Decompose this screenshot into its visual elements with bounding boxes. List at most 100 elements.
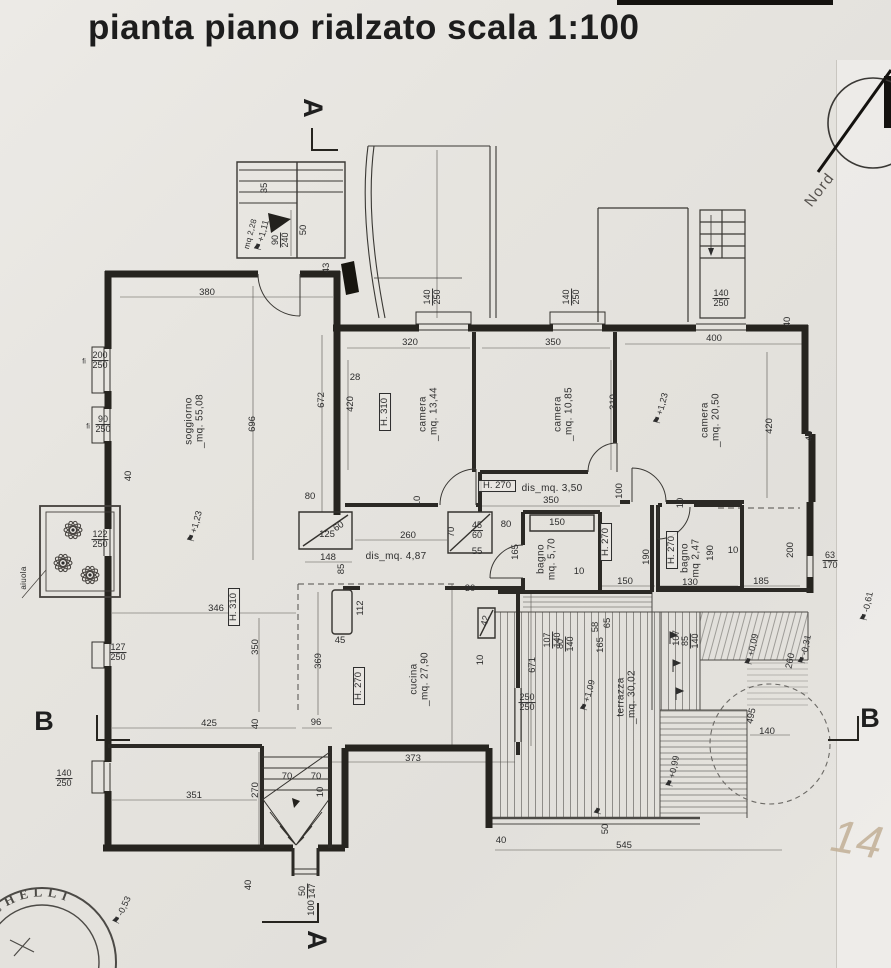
level-marker: ⚑+0,09: [743, 632, 761, 668]
room-label: camera_mq. 10,85: [552, 386, 575, 442]
level-marker: ⚑-0,53: [110, 894, 133, 927]
dimension-label: 40: [250, 718, 262, 730]
windows: [91, 311, 814, 794]
inner-walls: [108, 332, 812, 876]
upper-volume: [597, 207, 746, 322]
dashed-boundaries: [297, 507, 800, 714]
section-lines: [96, 128, 859, 923]
level-marker: ⚑-0,61: [858, 590, 875, 623]
room-label: dis_mq. 3,50: [521, 482, 583, 494]
terrace-hatching: [494, 612, 808, 818]
dimension-label: 43: [321, 262, 333, 274]
dimension-label: 346: [208, 603, 224, 615]
dimension-label: 80: [304, 491, 316, 503]
curved-bay: [364, 145, 497, 319]
dimension-label: 40: [495, 835, 507, 847]
dimension-label: 45: [334, 635, 346, 647]
dimension-label: 260: [400, 530, 416, 542]
dimension-label: 190: [641, 549, 653, 565]
planter: [21, 505, 121, 599]
scan-artifact-right: [884, 76, 891, 128]
height-label: H. 270: [666, 531, 678, 569]
level-flag-icon: ⚑: [651, 414, 665, 427]
dimension-label: fi: [86, 423, 90, 431]
dimension-label: 40: [804, 430, 816, 442]
dimension-label: 42: [478, 614, 493, 628]
dimension-label: 495: [744, 706, 759, 725]
room-label: soggiorno_mq. 55,08: [183, 393, 206, 449]
level-flag-icon: ⚑: [110, 914, 125, 927]
dimension-label: 200: [785, 542, 797, 558]
dimension-label: 35: [259, 182, 271, 194]
room-label: camera_mq. 13,44: [417, 386, 440, 442]
dimension-label: 150: [617, 576, 633, 588]
interior-stair: [261, 751, 331, 875]
dimension-label: 373: [405, 753, 421, 765]
dimension-label: 50: [600, 823, 612, 835]
dimension-label: 70: [446, 526, 458, 538]
dimension-label: fi: [82, 358, 86, 366]
dimension-label: 50: [298, 224, 310, 236]
dimension-label: 65: [602, 617, 614, 629]
entrance-stair: [236, 161, 346, 259]
dimension-label: 420: [345, 396, 357, 412]
dimension-label: 190: [705, 545, 717, 561]
dimension-label: 310: [608, 394, 620, 410]
room-label: cucina_mq. 27,90: [408, 651, 431, 707]
dimension-label: 70: [281, 771, 293, 783]
level-flag-icon: ⚑: [858, 611, 872, 623]
dimension-label: 380: [199, 287, 215, 299]
dimension-label: 10: [727, 545, 739, 557]
room-label: aiuola: [18, 566, 28, 590]
dimension-label: 80: [500, 519, 512, 531]
dimension-label: 369: [313, 653, 325, 669]
room-label: terrazza_mq. 30,02: [615, 669, 638, 725]
height-label: H. 310: [379, 393, 391, 431]
handwritten-note: 14: [827, 808, 887, 869]
dimension-label: 10: [315, 786, 327, 798]
section-letter: A: [302, 930, 333, 950]
dimension-label: 420: [764, 418, 776, 434]
dimension-label: 40: [243, 879, 255, 891]
dimension-label: 28: [349, 372, 361, 384]
height-label: H. 270: [478, 480, 516, 492]
dimension-label: 148: [320, 552, 336, 564]
dimension-label: 10: [412, 495, 424, 507]
dimension-label: 112: [355, 600, 367, 616]
dimension-label: 100: [614, 483, 626, 499]
dimension-label: 10: [475, 654, 487, 666]
level-marker: ⚑-0,31: [796, 633, 813, 666]
level-flag-icon: ⚑: [185, 532, 199, 545]
compass-label: Nord: [801, 169, 839, 211]
tree-dashed-circle: [709, 683, 831, 805]
level-flag-icon: ⚑: [578, 701, 592, 714]
dimension-label: 40: [782, 316, 794, 328]
dimension-label: 96: [310, 717, 322, 729]
level-marker: ⚑+1,23: [185, 509, 204, 545]
dimension-label: 40: [123, 470, 135, 482]
dimension-label: 351: [186, 790, 202, 802]
dimension-label: 125: [319, 529, 335, 541]
dimension-label: 350: [545, 337, 561, 349]
dimension-label: 150: [549, 517, 565, 529]
scan-artifact-topbar: [617, 0, 833, 5]
dimension-label: 55: [471, 546, 483, 558]
dimension-label: 270: [250, 782, 262, 798]
dimension-label: 400: [706, 333, 722, 345]
dimension-label: 320: [402, 337, 418, 349]
terrace-edges: [489, 592, 809, 825]
